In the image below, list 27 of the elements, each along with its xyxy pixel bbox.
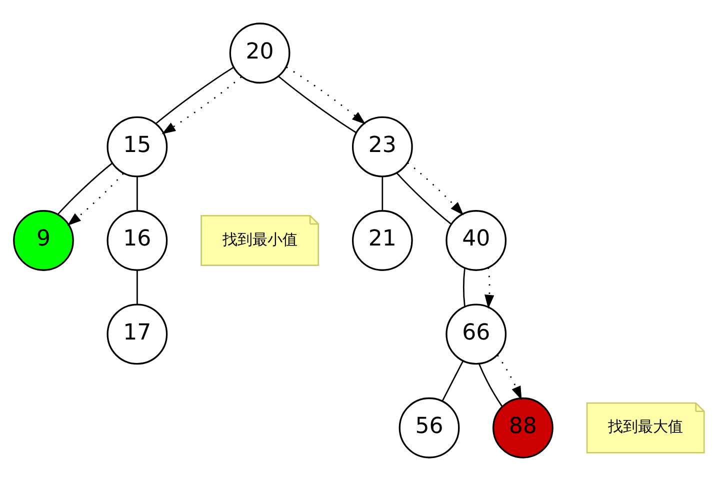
node-circle: 15	[106, 116, 168, 177]
node-circle: 20	[229, 22, 290, 84]
arrow	[162, 76, 242, 134]
connector	[382, 176, 384, 210]
connector	[396, 172, 452, 224]
node-circle: 66	[446, 303, 507, 364]
node-circle: 21	[352, 210, 413, 270]
node-circle: 88	[492, 396, 554, 458]
connector	[57, 162, 113, 214]
arrow	[497, 354, 522, 400]
connector	[155, 66, 234, 124]
node-circle: 56	[398, 396, 460, 458]
connector	[478, 363, 503, 406]
node-circle: 23	[352, 116, 413, 177]
arrow	[407, 162, 464, 215]
arrow	[67, 172, 124, 226]
arrow	[484, 267, 494, 308]
node-circle: 17	[106, 303, 168, 364]
connector	[463, 268, 466, 306]
node-circle: 9	[13, 210, 74, 270]
connector	[136, 270, 138, 304]
connector	[278, 76, 357, 133]
arrow	[286, 66, 366, 124]
node-circle: 16	[106, 210, 168, 270]
node-circle: 40	[446, 210, 507, 270]
connector	[442, 360, 464, 400]
connector	[136, 176, 138, 210]
